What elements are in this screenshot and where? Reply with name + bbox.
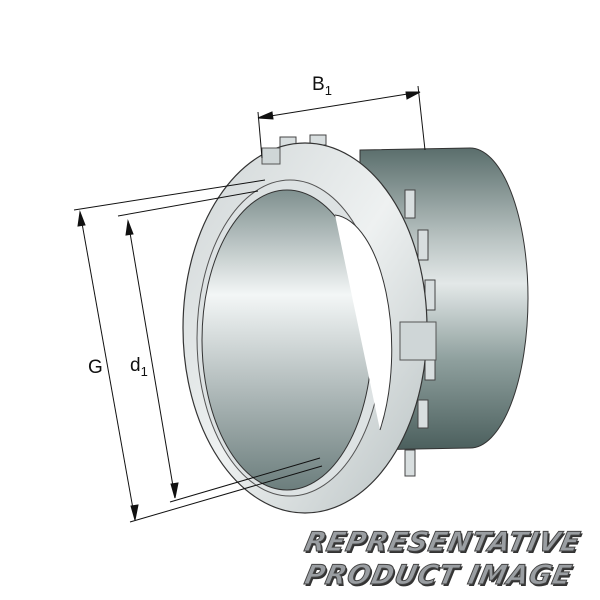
dimension-label-b1: B1: [312, 74, 332, 98]
watermark-line-2: PRODUCT IMAGE: [301, 560, 576, 592]
d1-main: d: [130, 355, 141, 376]
b1-main: B: [312, 74, 325, 95]
watermark-line-1: REPRESENTATIVE: [301, 527, 584, 559]
nut-tabs: [279, 134, 436, 477]
dimension-lines: [73, 85, 426, 523]
dimension-label-d1: d1: [130, 355, 148, 379]
locknut-ring: [182, 142, 437, 514]
dimension-label-g: G: [88, 357, 103, 378]
d1-sub: 1: [140, 363, 148, 379]
b1-sub: 1: [324, 82, 332, 98]
